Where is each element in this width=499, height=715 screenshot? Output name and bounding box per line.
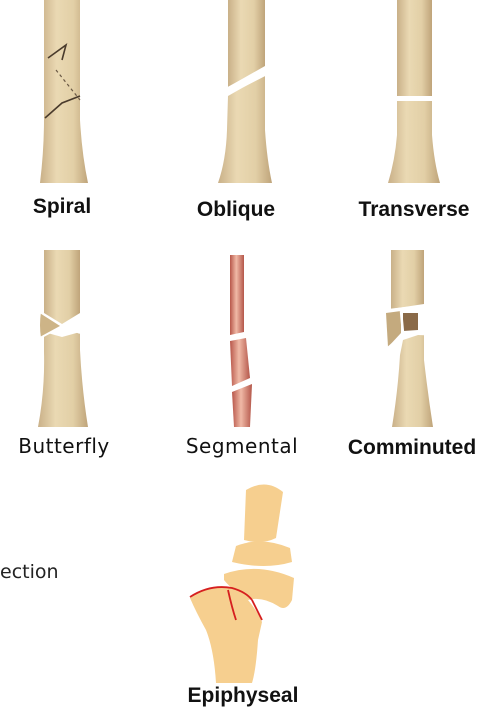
transverse-fracture-bone	[388, 0, 440, 183]
butterfly-fracture-bone	[38, 250, 88, 427]
label-epiphyseal: Epiphyseal	[188, 684, 299, 708]
truncated-side-text: ection	[0, 561, 59, 583]
label-segmental: Segmental	[186, 434, 298, 458]
label-oblique: Oblique	[197, 198, 275, 222]
epiphyseal-fracture-bone	[190, 484, 294, 683]
oblique-fracture-bone	[218, 0, 272, 183]
comminuted-fracture-bone	[386, 250, 433, 427]
spiral-fracture-bone	[40, 0, 88, 183]
label-spiral: Spiral	[33, 195, 91, 219]
label-comminuted: Comminuted	[348, 436, 476, 460]
segmental-fracture-bone	[229, 255, 253, 427]
label-butterfly: Butterfly	[18, 434, 110, 458]
label-transverse: Transverse	[359, 198, 470, 222]
